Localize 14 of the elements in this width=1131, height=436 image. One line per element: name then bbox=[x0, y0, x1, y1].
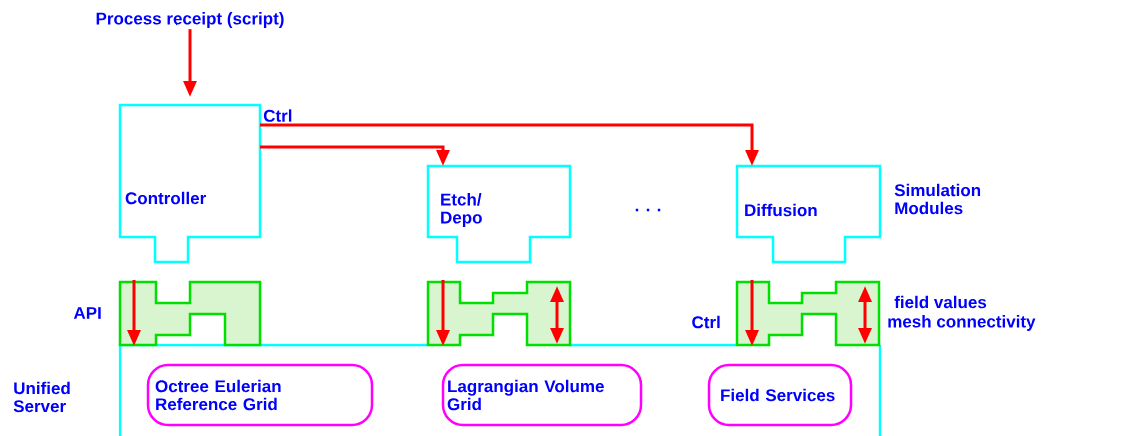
input-label: Process receipt (script) bbox=[96, 12, 284, 28]
module-box: Etch/ Depo bbox=[426, 164, 572, 264]
text-label: API bbox=[73, 307, 101, 319]
module-box: Controller bbox=[118, 103, 262, 264]
rounded-box: Field Services bbox=[707, 363, 853, 427]
text-label: field values bbox=[894, 295, 987, 309]
text-label: Unified Server bbox=[13, 381, 70, 413]
text-label: Ctrl bbox=[692, 315, 720, 329]
rounded-box: Octree Eulerian Reference Grid bbox=[146, 363, 374, 427]
text-label: mesh connectivity bbox=[888, 315, 1036, 331]
module-box: Diffusion bbox=[735, 164, 882, 264]
rounded-box: Lagrangian Volume Grid bbox=[441, 363, 643, 427]
text-label: . . . bbox=[635, 208, 661, 212]
edge-label: Ctrl bbox=[263, 109, 292, 122]
